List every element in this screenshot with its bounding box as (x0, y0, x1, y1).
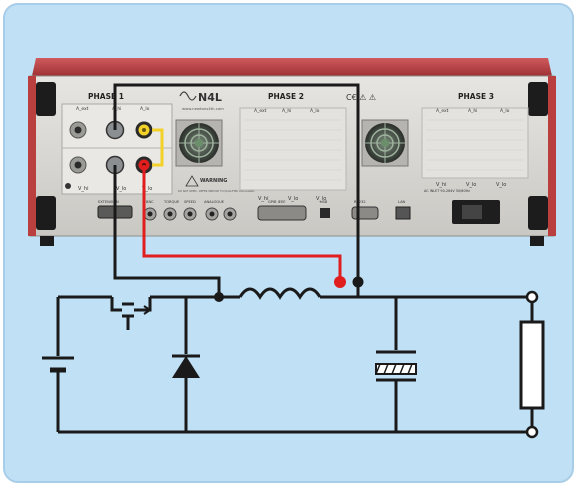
svg-text:LAN: LAN (398, 200, 406, 204)
compliance-marks: C€ ⚠ ⚠ (346, 93, 376, 102)
svg-text:AC INLET 90-264V 50/60Hz: AC INLET 90-264V 50/60Hz (424, 189, 470, 193)
phase-1-label: PHASE 1 (88, 92, 124, 101)
chassis-left-edge (28, 76, 36, 236)
svg-text:N4L: N4L (198, 91, 222, 104)
bnc-label: BNC (146, 200, 154, 204)
website-text: www.newtons4th.com (182, 106, 224, 111)
phase-1-v-lo: V_lo (116, 186, 126, 192)
junction-inductor-out-black (353, 277, 364, 288)
phase-2-a-ext: A_ext (254, 108, 267, 114)
phase-2-a-hi: A_hi (282, 108, 291, 114)
cooling-fan-left (176, 120, 222, 166)
phase-2-a-lo: A_lo (310, 108, 320, 114)
bumper-bottom-right (528, 196, 548, 230)
svg-text:RS232: RS232 (354, 200, 366, 204)
bnc-connector-v-ext (70, 157, 86, 173)
phase-1-a-lo: A_lo (140, 106, 150, 112)
instrument-lid (32, 58, 552, 76)
phase-2-label: PHASE 2 (268, 92, 304, 101)
phase-2-v-lo: V_lo (288, 196, 298, 202)
speed-label: SPEED (184, 200, 196, 204)
bumper-top-right (528, 82, 548, 116)
phase-3-a-ext: A_ext (436, 108, 449, 114)
bumper-top-left (36, 82, 56, 116)
phase-3-v-lo: V_lo (466, 182, 476, 188)
analogue-label: ANALOGUE (204, 200, 225, 204)
phase-3-a-lo: A_lo (500, 108, 510, 114)
phase-1-a-hi: A_hi (112, 106, 121, 112)
phase-1-v-hi: V_hi (78, 186, 88, 192)
bnc-connector-a-ext (70, 122, 86, 138)
phase-3-v-lo-2: V_lo (496, 182, 506, 188)
junction-inductor-in (214, 292, 224, 302)
cooling-fan-right (362, 120, 408, 166)
load-resistor (521, 322, 543, 408)
socket-a-lo-yellow (136, 122, 153, 139)
phase-3-panel (422, 108, 528, 178)
torque-label: TORQUE (163, 200, 180, 204)
svg-text:GPIB IEEE: GPIB IEEE (268, 200, 286, 204)
output-terminal-bottom (527, 427, 537, 437)
foot-left (40, 236, 54, 246)
phase-3-label: PHASE 3 (458, 92, 494, 101)
phase-2-panel (240, 108, 346, 190)
chassis-right-edge (548, 76, 556, 236)
phase-3-a-hi: A_hi (468, 108, 477, 114)
junction-inductor-out-red (334, 276, 346, 288)
phase-1-a-ext: A_ext (76, 106, 89, 112)
foot-right (530, 236, 544, 246)
output-terminal-top (527, 292, 537, 302)
svg-text:USB: USB (320, 200, 328, 204)
bumper-bottom-left (36, 196, 56, 230)
phase-2-v-hi: V_hi (258, 196, 268, 202)
phase-1-panel (62, 104, 172, 194)
ground-screw (65, 183, 71, 189)
svg-text:WARNING: WARNING (200, 178, 227, 184)
phase-3-v-hi: V_hi (436, 182, 446, 188)
